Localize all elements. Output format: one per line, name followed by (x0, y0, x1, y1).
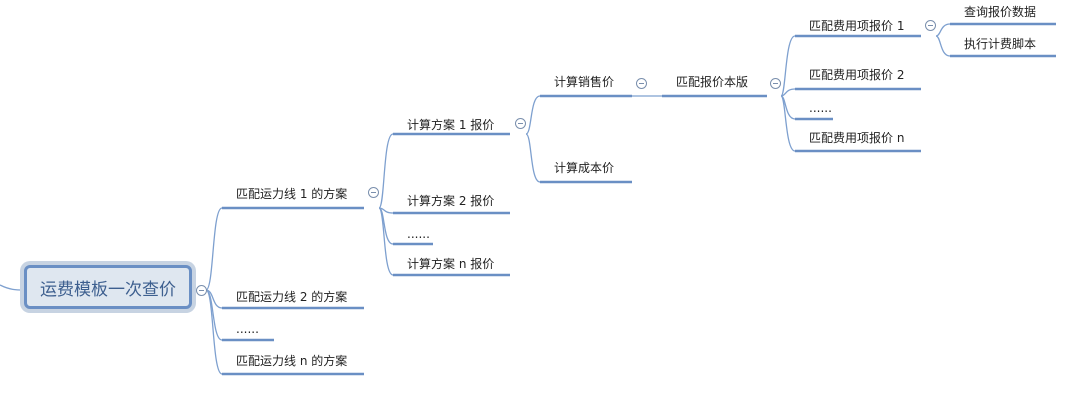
collapse-toggle-level2-1[interactable] (515, 118, 526, 129)
connector (780, 95, 796, 152)
collapse-toggle-level3-1[interactable] (636, 78, 647, 89)
connector (378, 207, 394, 276)
connector (780, 35, 796, 97)
connector (525, 95, 541, 135)
connector (205, 207, 223, 291)
node-level2-1[interactable]: 计算方案 1 报价 (407, 118, 495, 132)
collapse-toggle-level5-1[interactable] (925, 20, 936, 31)
node-level1-1[interactable]: 匹配运力线 1 的方案 (236, 187, 348, 201)
collapse-toggle-level4-1[interactable] (770, 78, 781, 89)
node-level5-4[interactable]: 匹配费用项报价 n (809, 131, 905, 145)
node-level2-2[interactable]: 计算方案 2 报价 (407, 194, 495, 208)
node-level6-2[interactable]: 执行计费脚本 (964, 37, 1037, 51)
connector (205, 289, 223, 375)
root-node-label: 运费模板一次查价 (40, 279, 176, 300)
node-level1-3[interactable]: ...... (236, 322, 259, 336)
node-level3-2[interactable]: 计算成本价 (554, 161, 615, 175)
node-level5-1[interactable]: 匹配费用项报价 1 (809, 19, 905, 33)
node-level1-2[interactable]: 匹配运力线 2 的方案 (236, 290, 348, 304)
connector (935, 23, 951, 37)
collapse-toggle-root[interactable] (196, 285, 207, 296)
connector (378, 133, 394, 209)
node-level6-1[interactable]: 查询报价数据 (964, 5, 1037, 19)
node-level2-4[interactable]: 计算方案 n 报价 (407, 257, 495, 271)
connector (935, 35, 951, 57)
node-level2-3[interactable]: ...... (407, 227, 430, 241)
node-level5-3[interactable]: ...... (809, 101, 832, 115)
root-incoming-connector (0, 284, 25, 291)
node-level3-1[interactable]: 计算销售价 (554, 75, 615, 89)
node-level4-1[interactable]: 匹配报价本版 (676, 75, 749, 89)
connector (205, 289, 223, 341)
collapse-toggle-level1-1[interactable] (368, 187, 379, 198)
node-level5-2[interactable]: 匹配费用项报价 2 (809, 68, 905, 82)
connector (525, 133, 541, 183)
node-level1-4[interactable]: 匹配运力线 n 的方案 (236, 354, 348, 368)
root-node[interactable]: 运费模板一次查价 (24, 265, 192, 309)
